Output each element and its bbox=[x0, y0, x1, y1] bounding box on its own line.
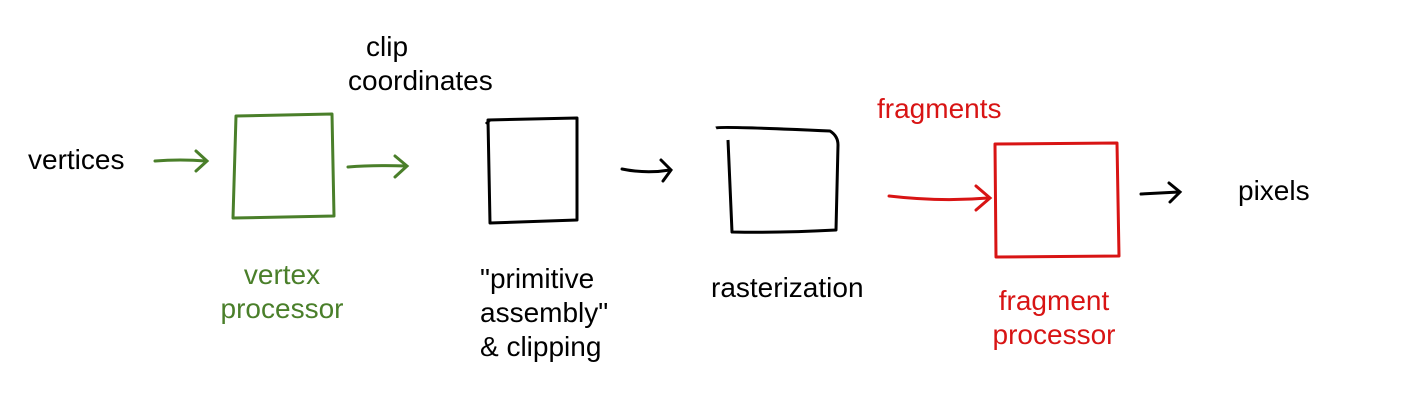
vertex-processor-label: vertex processor bbox=[207, 258, 357, 326]
primitive-line: "primitive bbox=[480, 263, 595, 294]
arrow-vertices-to-vertex-processor bbox=[153, 149, 210, 173]
clip-line: clip bbox=[366, 31, 409, 62]
vertex-processor-box bbox=[231, 112, 336, 220]
arrow-fragment-to-pixels bbox=[1139, 181, 1183, 204]
rasterization-box bbox=[715, 125, 840, 234]
rasterization-label: rasterization bbox=[711, 272, 864, 303]
vertex-line: vertex bbox=[243, 259, 321, 290]
fragments-label: fragments bbox=[877, 93, 1002, 124]
assembly-line: assembly" bbox=[480, 297, 609, 328]
fragment-line: fragment bbox=[998, 285, 1110, 316]
coordinates-line: coordinates bbox=[348, 65, 493, 96]
fragment-processor-label: fragment processor bbox=[978, 284, 1130, 352]
arrow-primitive-to-rasterization bbox=[620, 158, 673, 183]
clip-coordinates-label: clip coordinates bbox=[348, 30, 493, 98]
primitive-assembly-label: "primitive assembly" & clipping bbox=[480, 262, 608, 364]
arrow-vertex-processor-to-clip bbox=[346, 154, 410, 179]
fragment-processor-box bbox=[993, 141, 1121, 259]
arrow-rasterization-to-fragment bbox=[887, 184, 993, 212]
processor-line: processor bbox=[992, 319, 1116, 350]
clipping-line: & clipping bbox=[480, 331, 602, 362]
primitive-assembly-box bbox=[484, 116, 579, 225]
pixels-label: pixels bbox=[1238, 175, 1310, 206]
vertices-label: vertices bbox=[28, 144, 125, 175]
processor-line: processor bbox=[220, 293, 344, 324]
